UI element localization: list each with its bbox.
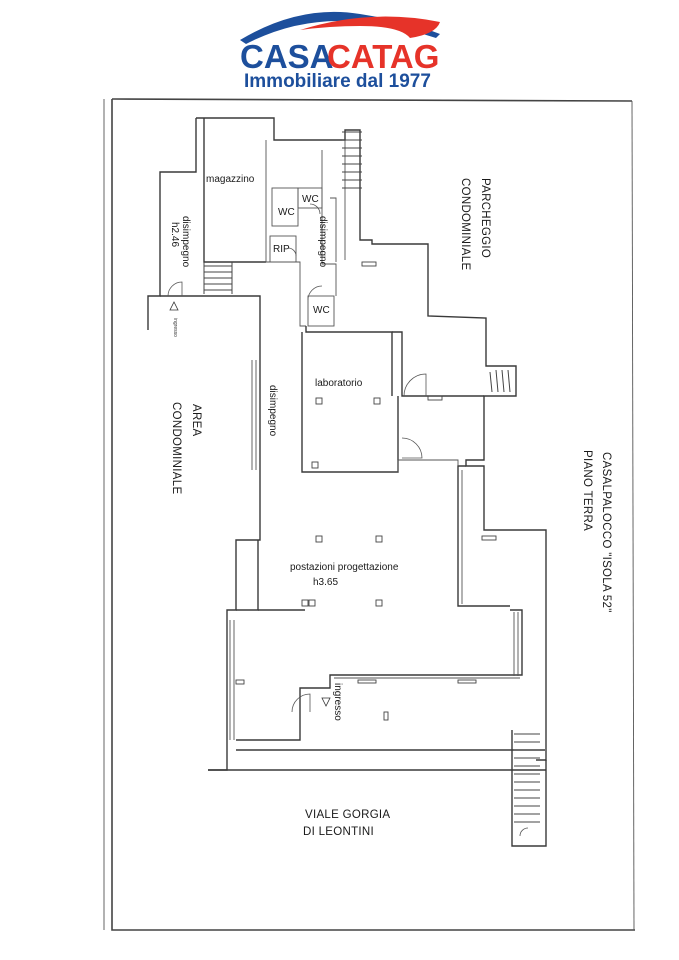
room-label-laboratorio: laboratorio [315,378,363,389]
entry-arrow-main [321,697,331,707]
room-label-postazioni: postazioni progettazione [290,562,399,573]
stairs-store [203,262,233,294]
plan-title: CASALPALOCCO "ISOLA 52" [600,452,612,613]
entry-arrow-side [169,301,179,311]
room-label-store-height: h2.46 [169,222,180,247]
room-label-wc-left: WC [278,207,295,218]
street-label-1: VIALE GORGIA [305,809,390,821]
stairs-right [489,369,511,393]
room-label-ingresso-main: ingresso [332,683,343,721]
logo-brand-catag: CATAG [327,38,439,75]
pillars [235,261,497,721]
laboratorio-room [301,332,459,473]
room-label-wc-bottom: WC [313,305,330,316]
room-label-magazzino: magazzino [206,174,255,185]
stairs-top [342,131,362,189]
room-label-postazioni-height: h3.65 [313,577,338,588]
room-label-ingresso-side: ingresso [172,318,178,337]
roof-swoosh-icon [300,16,440,38]
logo-brand-casa: CASA [240,38,334,75]
room-label-disimpegno-wc: disimpegno [317,216,328,268]
plan-subtitle: PIANO TERRA [581,450,593,531]
area-label-area-2: CONDOMINIALE [170,402,182,494]
area-label-parcheggio-2: CONDOMINIALE [459,178,471,270]
stairs-street [511,730,547,847]
area-label-parcheggio-1: PARCHEGGIO [479,178,491,258]
casacatag-logo: CASA CATAG Immobiliare dal 1977 [240,11,440,92]
sheet-frame [103,98,635,931]
corridor-glazing [229,360,520,740]
room-label-rip: RIP [273,244,290,255]
room-label-disimpegno-store: disimpegno [180,216,191,268]
logo-tagline: Immobiliare dal 1977 [244,71,431,92]
area-label-area-1: AREA [190,404,202,437]
doors [167,203,529,837]
street-label-2: DI LEONTINI [303,826,374,838]
room-label-wc-top: WC [302,194,319,205]
service-block [203,118,484,397]
room-label-disimpegno-corridor: disimpegno [267,385,278,437]
